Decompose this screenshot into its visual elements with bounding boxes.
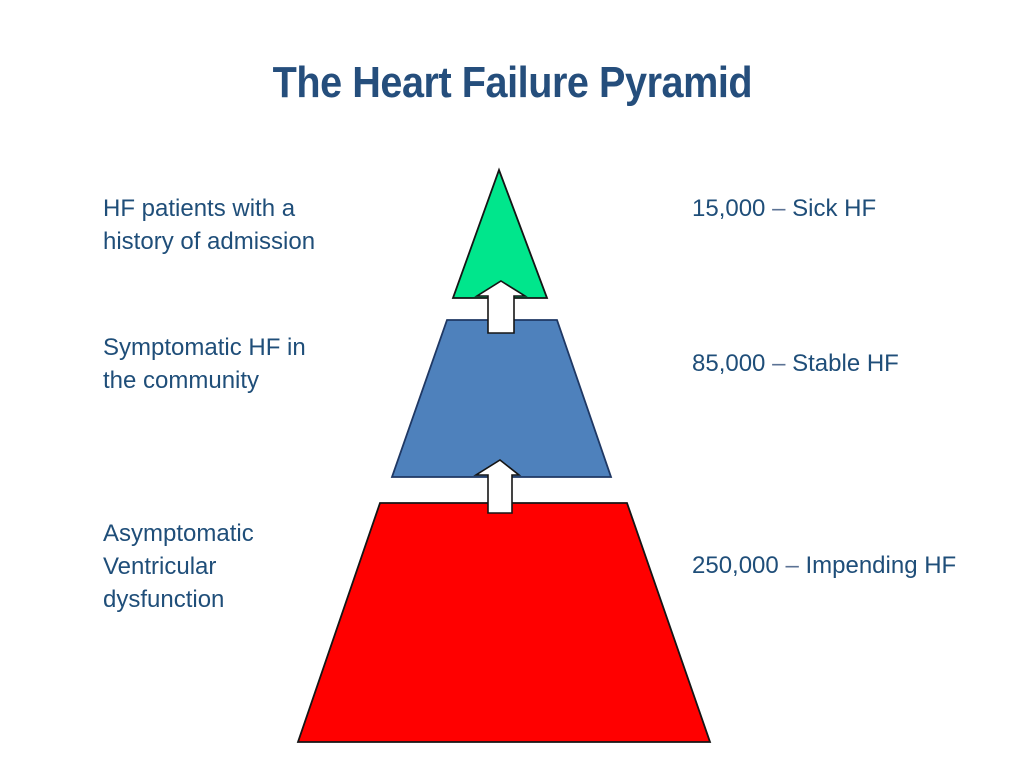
level-value: 85,000 bbox=[692, 350, 766, 377]
right-annotation-impending-hf: 250,000 – Impending HF bbox=[692, 549, 1022, 582]
level-value: 15,000 bbox=[692, 195, 766, 222]
up-arrow-icon-bottom bbox=[473, 459, 522, 514]
pyramid-tier-bottom-trapezoid bbox=[296, 502, 712, 743]
up-arrow-icon-top bbox=[474, 280, 528, 334]
left-label-stable-hf: Symptomatic HF in the community bbox=[103, 334, 306, 394]
dash-separator: – bbox=[772, 195, 786, 222]
right-annotation-stable-hf: 85,000 – Stable HF bbox=[692, 347, 1012, 380]
left-label-impending-hf: Asymptomatic Ventricular dysfunction bbox=[103, 520, 254, 613]
dash-separator: – bbox=[785, 552, 799, 579]
right-annotation-sick-hf: 15,000 – Sick HF bbox=[692, 192, 1012, 225]
pyramid-tier-top-triangle bbox=[451, 167, 549, 299]
level-status: Sick HF bbox=[792, 195, 877, 222]
left-label-sick-hf: HF patients with a history of admission bbox=[103, 195, 316, 255]
page-title: The Heart Failure Pyramid bbox=[0, 58, 1024, 108]
pyramid-tier-middle-trapezoid bbox=[390, 319, 613, 478]
level-status: Impending HF bbox=[805, 552, 957, 579]
dash-separator: – bbox=[772, 350, 786, 377]
level-value: 250,000 bbox=[692, 552, 779, 579]
page-title-text: The Heart Failure Pyramid bbox=[272, 58, 752, 107]
level-status: Stable HF bbox=[792, 350, 899, 377]
